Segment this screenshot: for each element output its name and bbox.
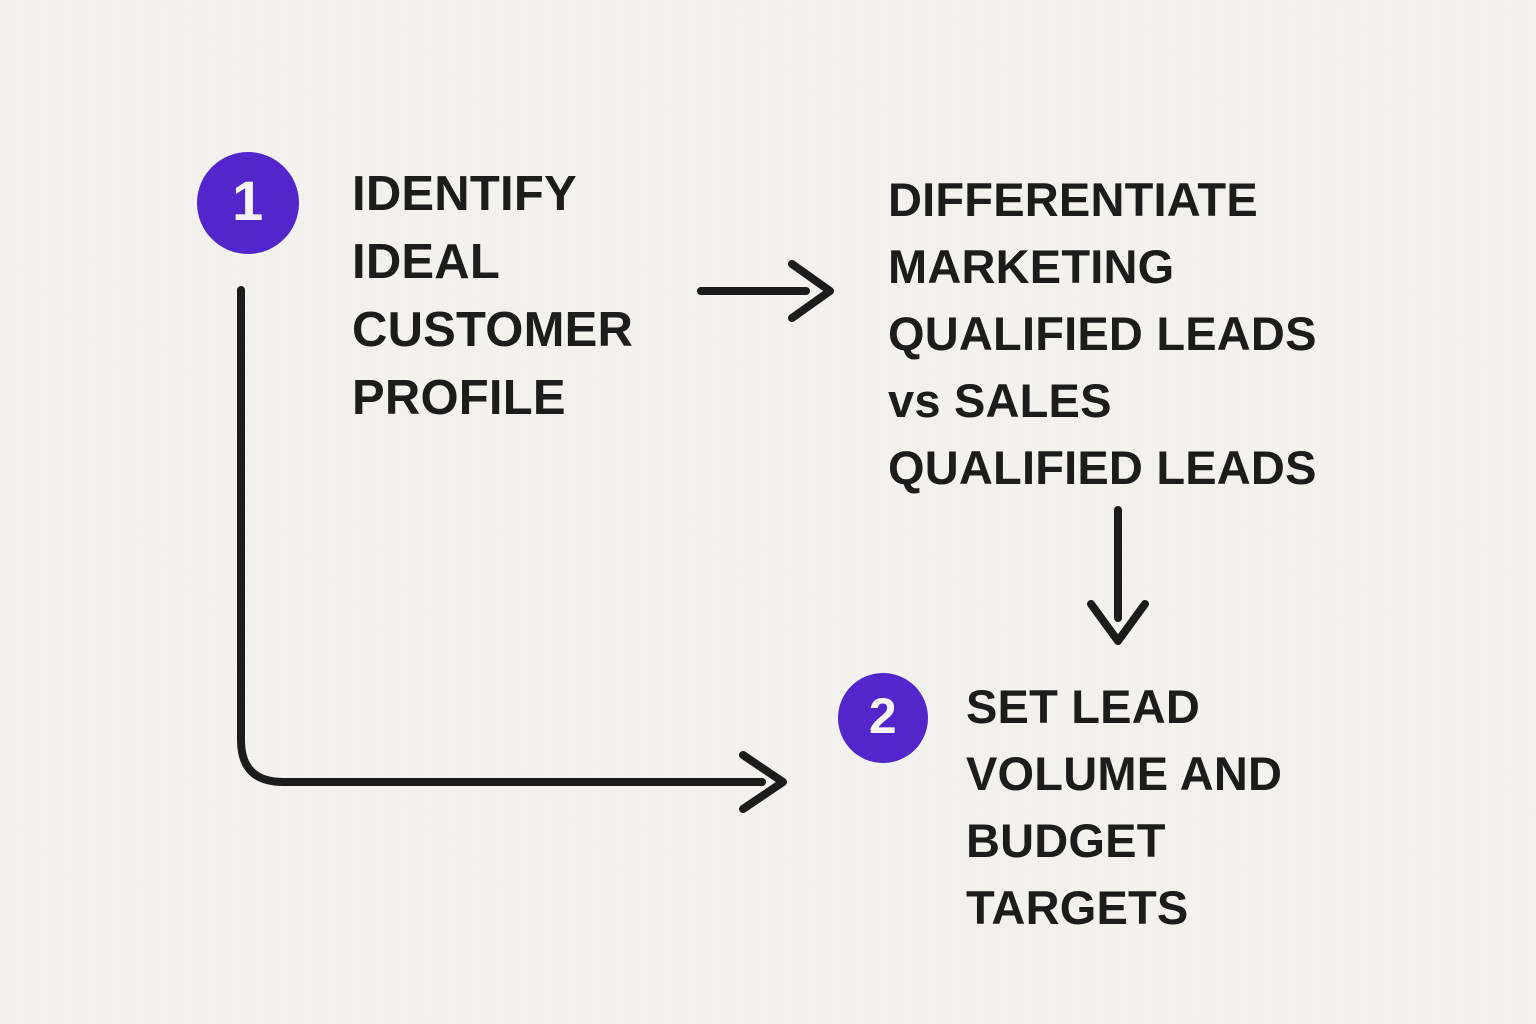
- arrow-shaft: [237, 286, 766, 786]
- node-differentiate-mql-vs-sql: DIFFERENTIATE MARKETING QUALIFIED LEADS …: [888, 173, 1317, 494]
- step-badge-1: 1: [197, 152, 299, 254]
- step-badge-1-number: 1: [232, 169, 264, 232]
- arrow-differentiate-to-targets: [1087, 506, 1149, 645]
- lowercase-vs-token: vs: [888, 374, 941, 427]
- arrowhead: [788, 260, 834, 322]
- arrow-icp-to-targets: [237, 286, 787, 813]
- node-identify-ideal-customer-profile: IDENTIFY IDEAL CUSTOMER PROFILE: [352, 167, 634, 425]
- arrowhead: [739, 751, 787, 813]
- step-badge-2: 2: [838, 673, 928, 763]
- arrow-icp-to-differentiate: [697, 260, 834, 322]
- node-set-lead-volume-and-budget-targets: SET LEAD VOLUME AND BUDGET TARGETS: [966, 680, 1283, 934]
- step-badge-2-number: 2: [868, 688, 898, 744]
- arrowhead: [1087, 600, 1149, 645]
